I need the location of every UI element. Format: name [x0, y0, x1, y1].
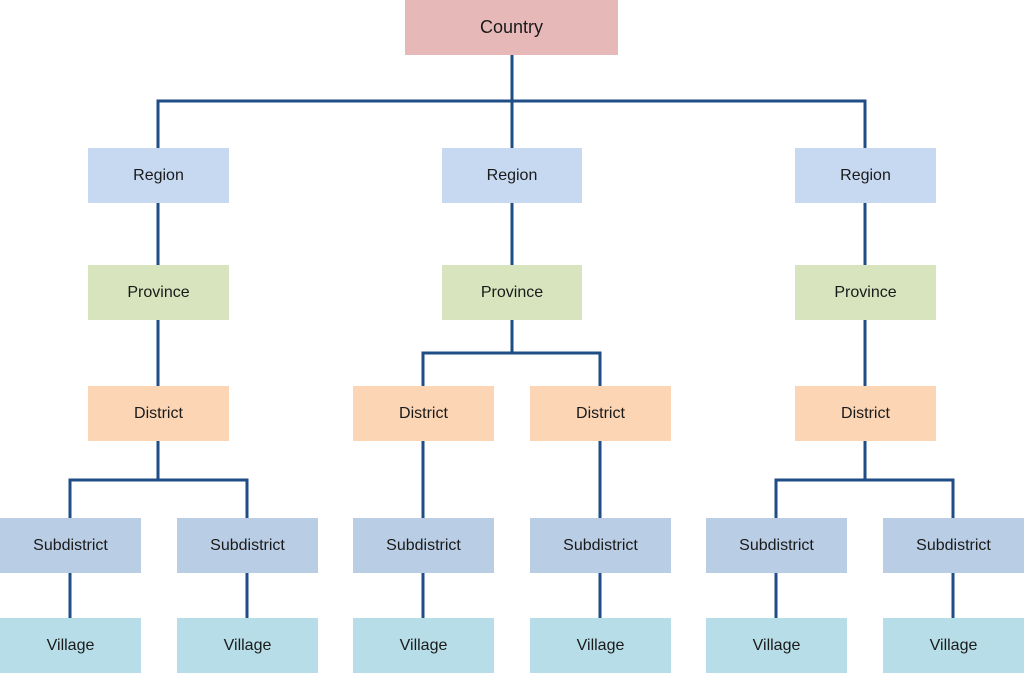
connector-district-4-to-subdistricts — [774, 439, 955, 520]
province-box: Province — [88, 265, 229, 320]
subdistrict-box: Subdistrict — [0, 518, 141, 573]
village-box: Village — [706, 618, 847, 673]
village-box: Village — [353, 618, 494, 673]
subdistrict-box: Subdistrict — [706, 518, 847, 573]
subdistrict-box: Subdistrict — [883, 518, 1024, 573]
subdistrict-label: Subdistrict — [386, 536, 461, 554]
district-box: District — [530, 386, 671, 441]
village-label: Village — [929, 636, 978, 654]
subdistrict-box: Subdistrict — [530, 518, 671, 573]
subdistrict-label: Subdistrict — [210, 536, 285, 554]
connector-country-to-regions — [156, 53, 867, 150]
district-label: District — [841, 404, 890, 422]
village-label: Village — [576, 636, 625, 654]
region-box: Region — [88, 148, 229, 203]
district-box: District — [353, 386, 494, 441]
subdistrict-box: Subdistrict — [353, 518, 494, 573]
region-label: Region — [840, 166, 891, 184]
subdistrict-label: Subdistrict — [739, 536, 814, 554]
region-label: Region — [486, 166, 538, 184]
district-box: District — [795, 386, 936, 441]
village-label: Village — [752, 636, 801, 654]
province-label: Province — [127, 283, 190, 301]
subdistrict-label: Subdistrict — [916, 536, 991, 554]
region-box: Region — [442, 148, 582, 203]
village-label: Village — [46, 636, 95, 654]
country-box: Country — [405, 0, 618, 55]
region-label: Region — [133, 166, 184, 184]
village-box: Village — [177, 618, 318, 673]
district-label: District — [399, 404, 448, 422]
village-label: Village — [399, 636, 448, 654]
village-label: Village — [223, 636, 272, 654]
subdistrict-box: Subdistrict — [177, 518, 318, 573]
connector-province-2-to-districts — [421, 318, 602, 388]
province-label: Province — [834, 283, 897, 301]
region-box: Region — [795, 148, 936, 203]
district-label: District — [576, 404, 625, 422]
subdistrict-label: Subdistrict — [33, 536, 108, 554]
subdistrict-label: Subdistrict — [563, 536, 638, 554]
village-box: Village — [0, 618, 141, 673]
province-label: Province — [480, 283, 544, 301]
province-box: Province — [442, 265, 582, 320]
district-label: District — [134, 404, 183, 422]
connector-district-1-to-subdistricts — [68, 439, 249, 520]
country-label: Country — [479, 17, 544, 37]
province-box: Province — [795, 265, 936, 320]
village-box: Village — [530, 618, 671, 673]
village-box: Village — [883, 618, 1024, 673]
district-box: District — [88, 386, 229, 441]
